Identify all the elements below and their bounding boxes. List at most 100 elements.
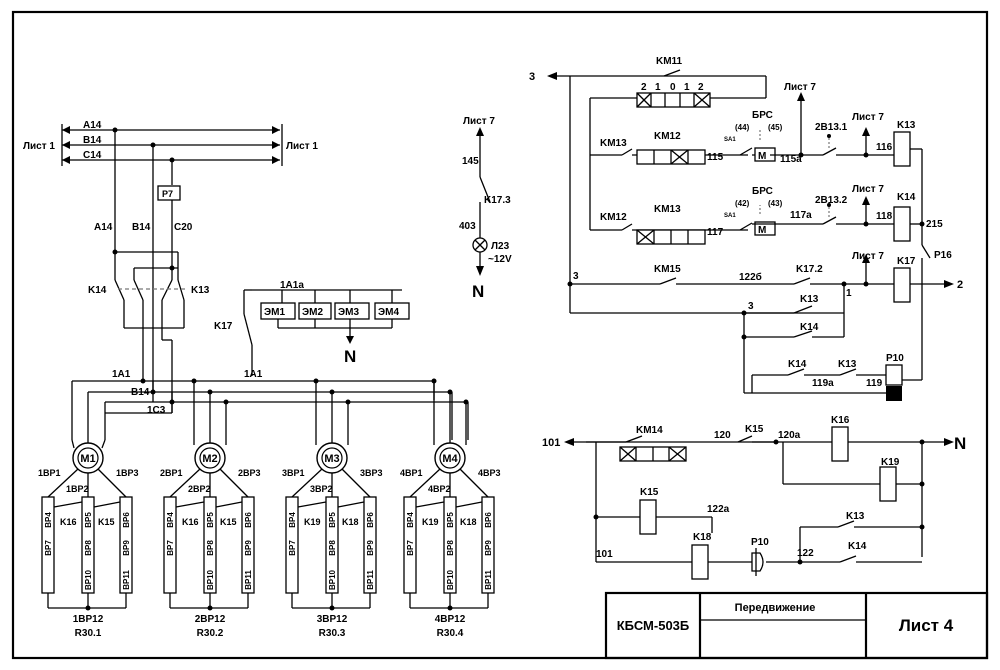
r5-k14-label: K14 [788, 359, 807, 370]
r9-p10-label: P10 [751, 537, 769, 548]
lamp-ref-label: Лист 7 [463, 116, 495, 127]
resistor-tap-label: BP10 [446, 569, 455, 590]
resistor-tap-label: BP5 [206, 512, 215, 528]
brake-circuit [243, 289, 410, 376]
r6-neutral-label: N [954, 434, 966, 453]
switch-pos-2: 1 [655, 82, 661, 93]
node-b14: B14 [131, 387, 150, 398]
brake-em3-label: ЭМ3 [338, 307, 359, 318]
rotor-lead-right: 4BP3 [478, 468, 501, 478]
power-buses [61, 124, 283, 166]
r7-k19-label: K19 [881, 457, 900, 468]
rotor-lead-left: 2BP1 [160, 468, 183, 478]
shorting-contact-a: K16 [60, 517, 77, 527]
drop-c20-label: C20 [174, 222, 193, 233]
r6-wire120a-label: 120a [778, 430, 801, 441]
r9-wire101-label: 101 [596, 549, 613, 560]
rotor-lead-center: 4BP2 [428, 484, 451, 494]
resistor-tap-label: BP10 [84, 569, 93, 590]
contactor-k14-label: K14 [88, 285, 107, 296]
relay-p7-label: P7 [162, 189, 173, 199]
resistor-tap-label: BP8 [446, 540, 455, 556]
resistor-tap-label: BP8 [206, 540, 215, 556]
r2-wire-label: 117 [707, 227, 724, 238]
shorting-contact-a: K16 [182, 517, 199, 527]
r2-p43-label: (43) [768, 199, 783, 208]
rotor-lead-right: 2BP3 [238, 468, 261, 478]
r8-k13-label: K13 [846, 511, 865, 522]
resistor-tap-label: BP10 [206, 569, 215, 590]
resistor-tap-label: BP7 [288, 540, 297, 556]
resistor-tap-label: BP11 [244, 570, 253, 590]
r3-out-label: 2 [957, 279, 963, 291]
rotor-lead-right: 1BP3 [116, 468, 139, 478]
star-point-label: 2BP12 [195, 614, 226, 625]
switch-pos-3: 0 [670, 82, 676, 93]
motor-label: M1 [80, 453, 95, 465]
ref-left-label: Лист 1 [23, 141, 55, 152]
lamp-circuit [472, 127, 491, 276]
r1-km13-label: KM13 [600, 138, 627, 149]
brake-neutral-label: N [344, 347, 356, 366]
resistor-tap-label: BP4 [166, 512, 175, 528]
r2-p42-label: (42) [735, 199, 750, 208]
r1-wire2-label: 115a [780, 154, 802, 165]
resistor-bank-label: R30.4 [437, 628, 464, 639]
wire-145-label: 145 [462, 156, 479, 167]
motor-label: M3 [324, 453, 339, 465]
shorting-contact-a: K19 [422, 517, 439, 527]
switch-km11-label: KM11 [656, 56, 683, 67]
resistor-tap-label: BP4 [406, 512, 415, 528]
ref-sheet7-a: Лист 7 [784, 82, 816, 93]
resistor-tap-label: BP9 [244, 540, 253, 556]
wire-3-top-label: 3 [529, 71, 535, 83]
rotor-lead-right: 3BP3 [360, 468, 383, 478]
contact-k17-label: K17 [214, 321, 233, 332]
ref-right-label: Лист 1 [286, 141, 318, 152]
shorting-contact-b: K18 [342, 517, 359, 527]
node-1a1-left: 1A1 [112, 369, 131, 380]
r3-node1-label: 1 [846, 288, 852, 299]
r6-wire101-label: 101 [542, 437, 560, 449]
r2-limit-label: 2B13.2 [815, 195, 848, 206]
r2-wire4-label: 215 [926, 219, 943, 230]
resistor-tap-label: BP6 [244, 512, 253, 528]
r3-k172-label: K17.2 [796, 264, 823, 275]
contactor-k13-label: K13 [191, 285, 210, 296]
rotor-lead-center: 1BP2 [66, 484, 89, 494]
r4-wire3-label: 3 [748, 301, 754, 312]
r8-k15-label: K15 [640, 487, 659, 498]
r5-wire119a-label: 119a [812, 378, 834, 389]
resistor-tap-label: BP11 [122, 570, 131, 590]
control-wiring [547, 69, 954, 580]
lamp-neutral-label: N [472, 282, 484, 301]
r2-sa-label: SA1 [724, 213, 736, 219]
title-code: КБСМ-503Б [617, 618, 690, 633]
r3-p16-label: P16 [934, 250, 952, 261]
brake-node-label: 1A1a [280, 280, 304, 291]
resistor-tap-label: BP4 [44, 512, 53, 528]
resistor-tap-label: BP5 [328, 512, 337, 528]
brake-em4-label: ЭМ4 [378, 307, 399, 318]
r4-k14-label: K14 [800, 322, 819, 333]
sheet-border [11, 10, 989, 660]
star-point-label: 3BP12 [317, 614, 348, 625]
brake-em2-label: ЭМ2 [302, 307, 323, 318]
ref-sheet7-d: Лист 7 [852, 251, 884, 262]
bus-b14-label: B14 [83, 135, 102, 146]
r5-wire119-label: 119 [866, 378, 883, 389]
r3-coil-label: K17 [897, 256, 916, 267]
node-1c3: 1C3 [147, 405, 166, 416]
rotor-lead-left: 3BP1 [282, 468, 305, 478]
lamp-l23-label: Л23 [491, 241, 510, 252]
brake-em1-label: ЭМ1 [264, 307, 285, 318]
r1-sa-label: SA1 [724, 137, 736, 143]
ref-sheet7-b: Лист 7 [852, 112, 884, 123]
r1-p45-label: (45) [768, 123, 783, 132]
wire-403-label: 403 [459, 221, 476, 232]
resistor-tap-label: BP6 [366, 512, 375, 528]
switch-pos-4: 1 [684, 82, 690, 93]
